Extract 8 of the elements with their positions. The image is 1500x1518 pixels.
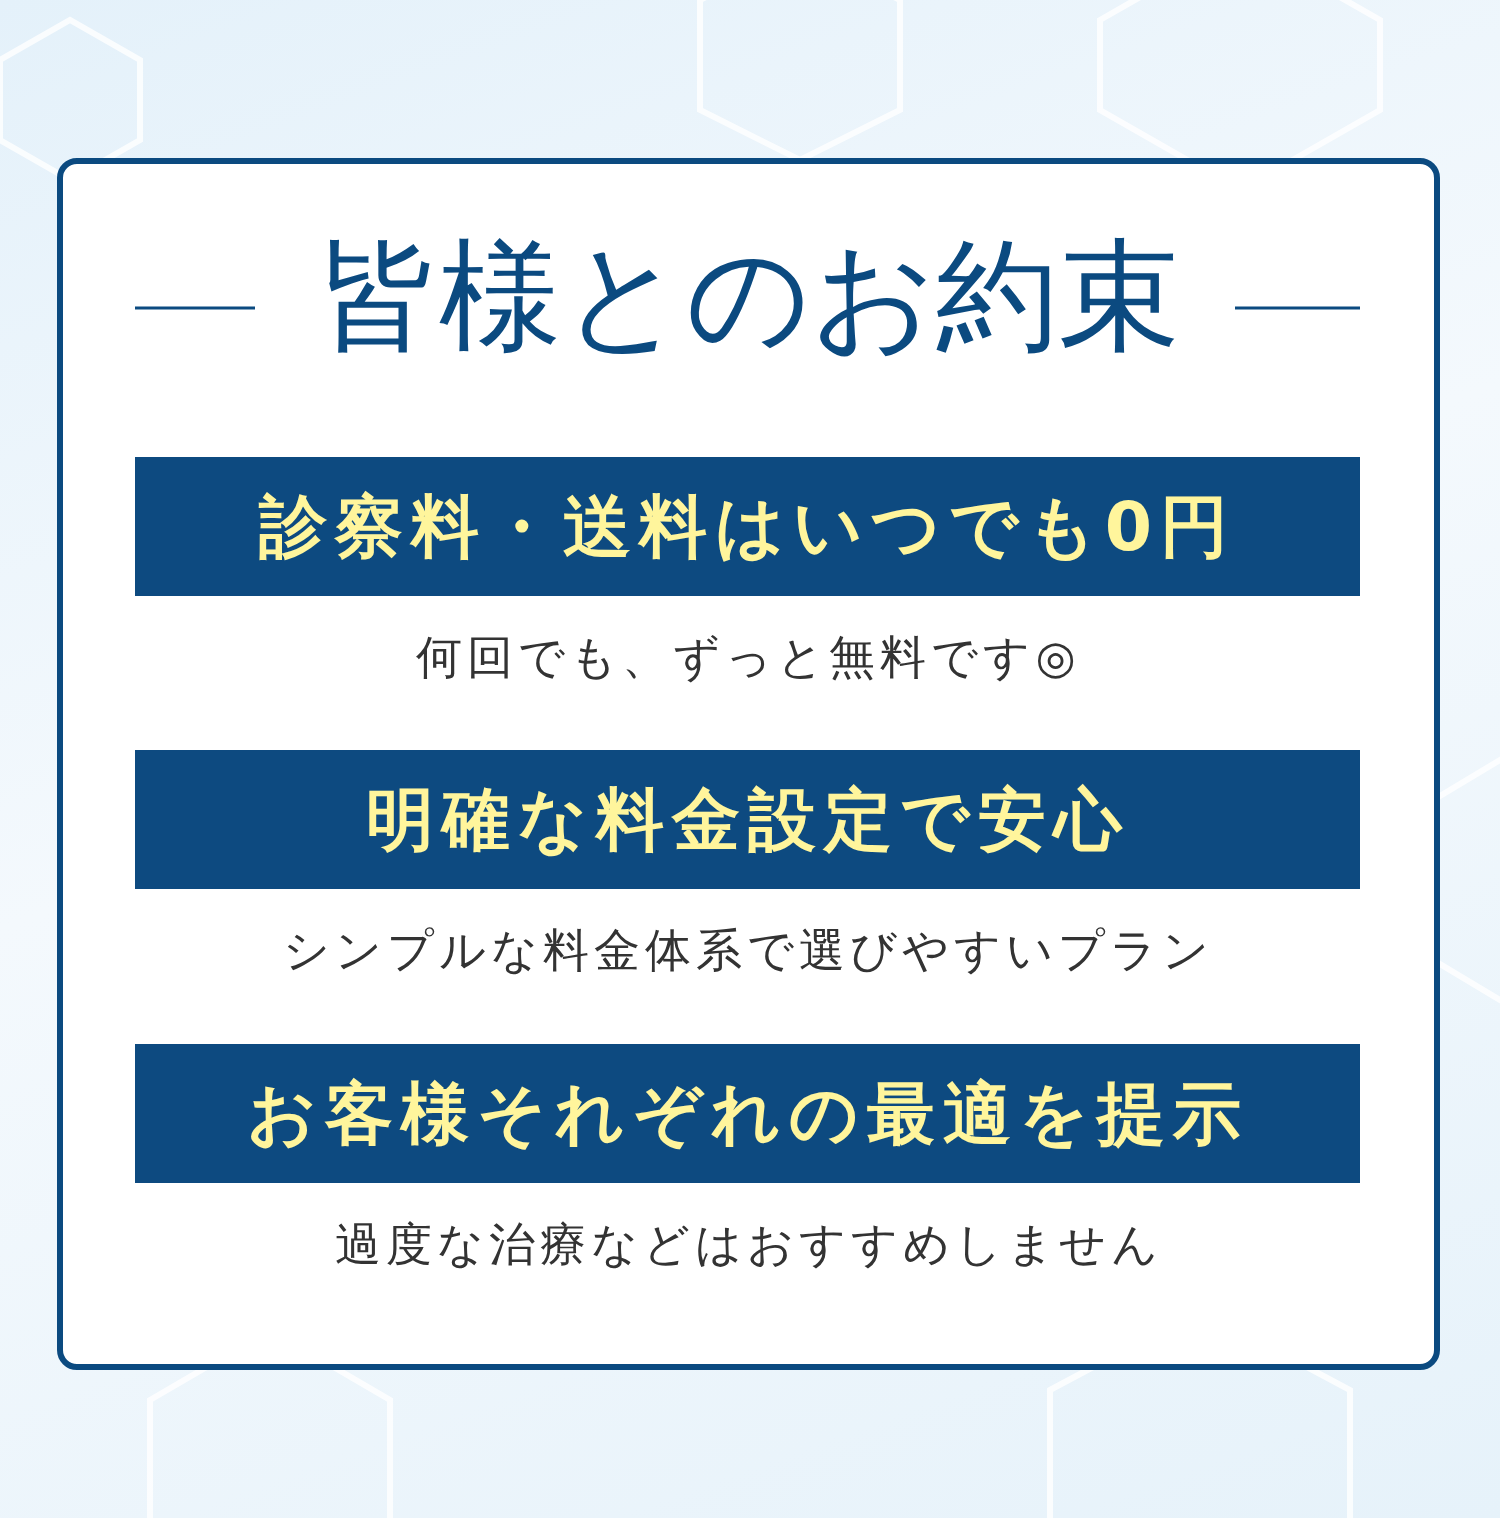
description-text: 過度な治療などはおすすめしません bbox=[334, 1217, 1163, 1271]
heading-band: 診察料・送料はいつでも0円 bbox=[135, 457, 1360, 596]
heading-band: 明確な料金設定で安心 bbox=[135, 750, 1360, 889]
heading-band: お客様それぞれの最適を提示 bbox=[135, 1044, 1360, 1183]
description-text: シンプルな料金体系で選びやすいプラン bbox=[283, 923, 1214, 977]
description-text: 何回でも、ずっと無料です◎ bbox=[416, 630, 1081, 684]
title-text: 皆様とのお約束 bbox=[317, 225, 1180, 367]
card-frame bbox=[57, 158, 1440, 1370]
